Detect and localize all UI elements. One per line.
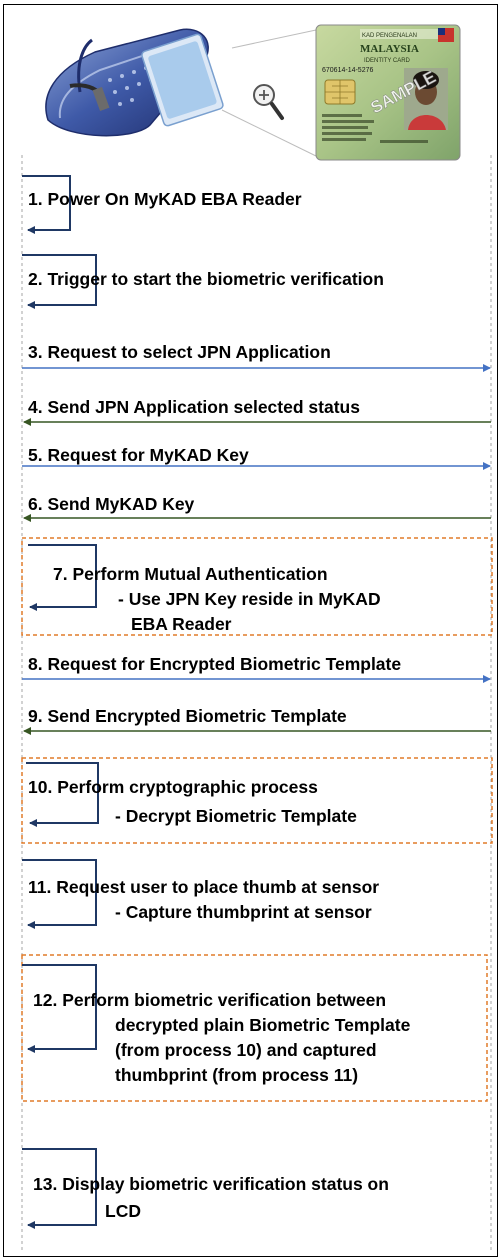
- mykad-card-image: KAD PENGENALAN MALAYSIA IDENTITY CARD 67…: [315, 24, 461, 161]
- step-12-sub-3: thumbprint (from process 11): [115, 1065, 358, 1085]
- card-country2-label: MALAYSIA: [360, 43, 419, 55]
- step-10-label: 10. Perform cryptographic process: [28, 777, 318, 797]
- self-arrow-step-11: [22, 859, 97, 929]
- step-13-sub-1: LCD: [105, 1201, 141, 1221]
- diagram-frame: [3, 4, 498, 1257]
- step-11-sub-1: - Capture thumbprint at sensor: [115, 902, 372, 922]
- card-id-number: 670614-14-5276: [322, 67, 373, 74]
- card-subtitle-label: IDENTITY CARD: [364, 58, 411, 64]
- step-9-label: 9. Send Encrypted Biometric Template: [28, 706, 347, 726]
- group-box-crypto: [21, 757, 493, 844]
- step-1-label: 1. Power On MyKAD EBA Reader: [28, 189, 302, 209]
- card-country-label: KAD PENGENALAN: [362, 33, 417, 39]
- magnifier-icon: [253, 84, 284, 120]
- step-12-label: 12. Perform biometric verification betwe…: [33, 990, 386, 1010]
- zoom-lines: [221, 29, 317, 157]
- self-arrow-step-7: [28, 544, 97, 611]
- group-box-biometric-verify: [21, 954, 488, 1102]
- step-11-label: 11. Request user to place thumb at senso…: [28, 877, 379, 897]
- step-13-label: 13. Display biometric verification statu…: [33, 1174, 389, 1194]
- step-8-label: 8. Request for Encrypted Biometric Templ…: [28, 654, 401, 674]
- step-12-sub-2: (from process 10) and captured: [115, 1040, 377, 1060]
- step-6-label: 6. Send MyKAD Key: [28, 494, 195, 514]
- step-7-sub-1: - Use JPN Key reside in MyKAD: [118, 589, 381, 609]
- step-2-label: 2. Trigger to start the biometric verifi…: [28, 269, 384, 289]
- card-reader-illustration: [45, 28, 224, 137]
- step-3-label: 3. Request to select JPN Application: [28, 342, 331, 362]
- self-arrow-step-1: [22, 175, 71, 234]
- self-arrow-step-2: [22, 254, 97, 309]
- self-arrow-step-13: [22, 1148, 97, 1229]
- step-7-label: 7. Perform Mutual Authentication: [53, 564, 328, 584]
- self-arrow-step-12: [22, 964, 97, 1053]
- step-7-sub-2: EBA Reader: [131, 614, 232, 634]
- step-4-label: 4. Send JPN Application selected status: [28, 397, 360, 417]
- step-12-sub-1: decrypted plain Biometric Template: [115, 1015, 411, 1035]
- group-box-mutual-auth: [21, 537, 493, 636]
- self-arrow-step-10: [26, 762, 99, 827]
- step-10-sub-1: - Decrypt Biometric Template: [115, 806, 357, 826]
- step-5-label: 5. Request for MyKAD Key: [28, 445, 249, 465]
